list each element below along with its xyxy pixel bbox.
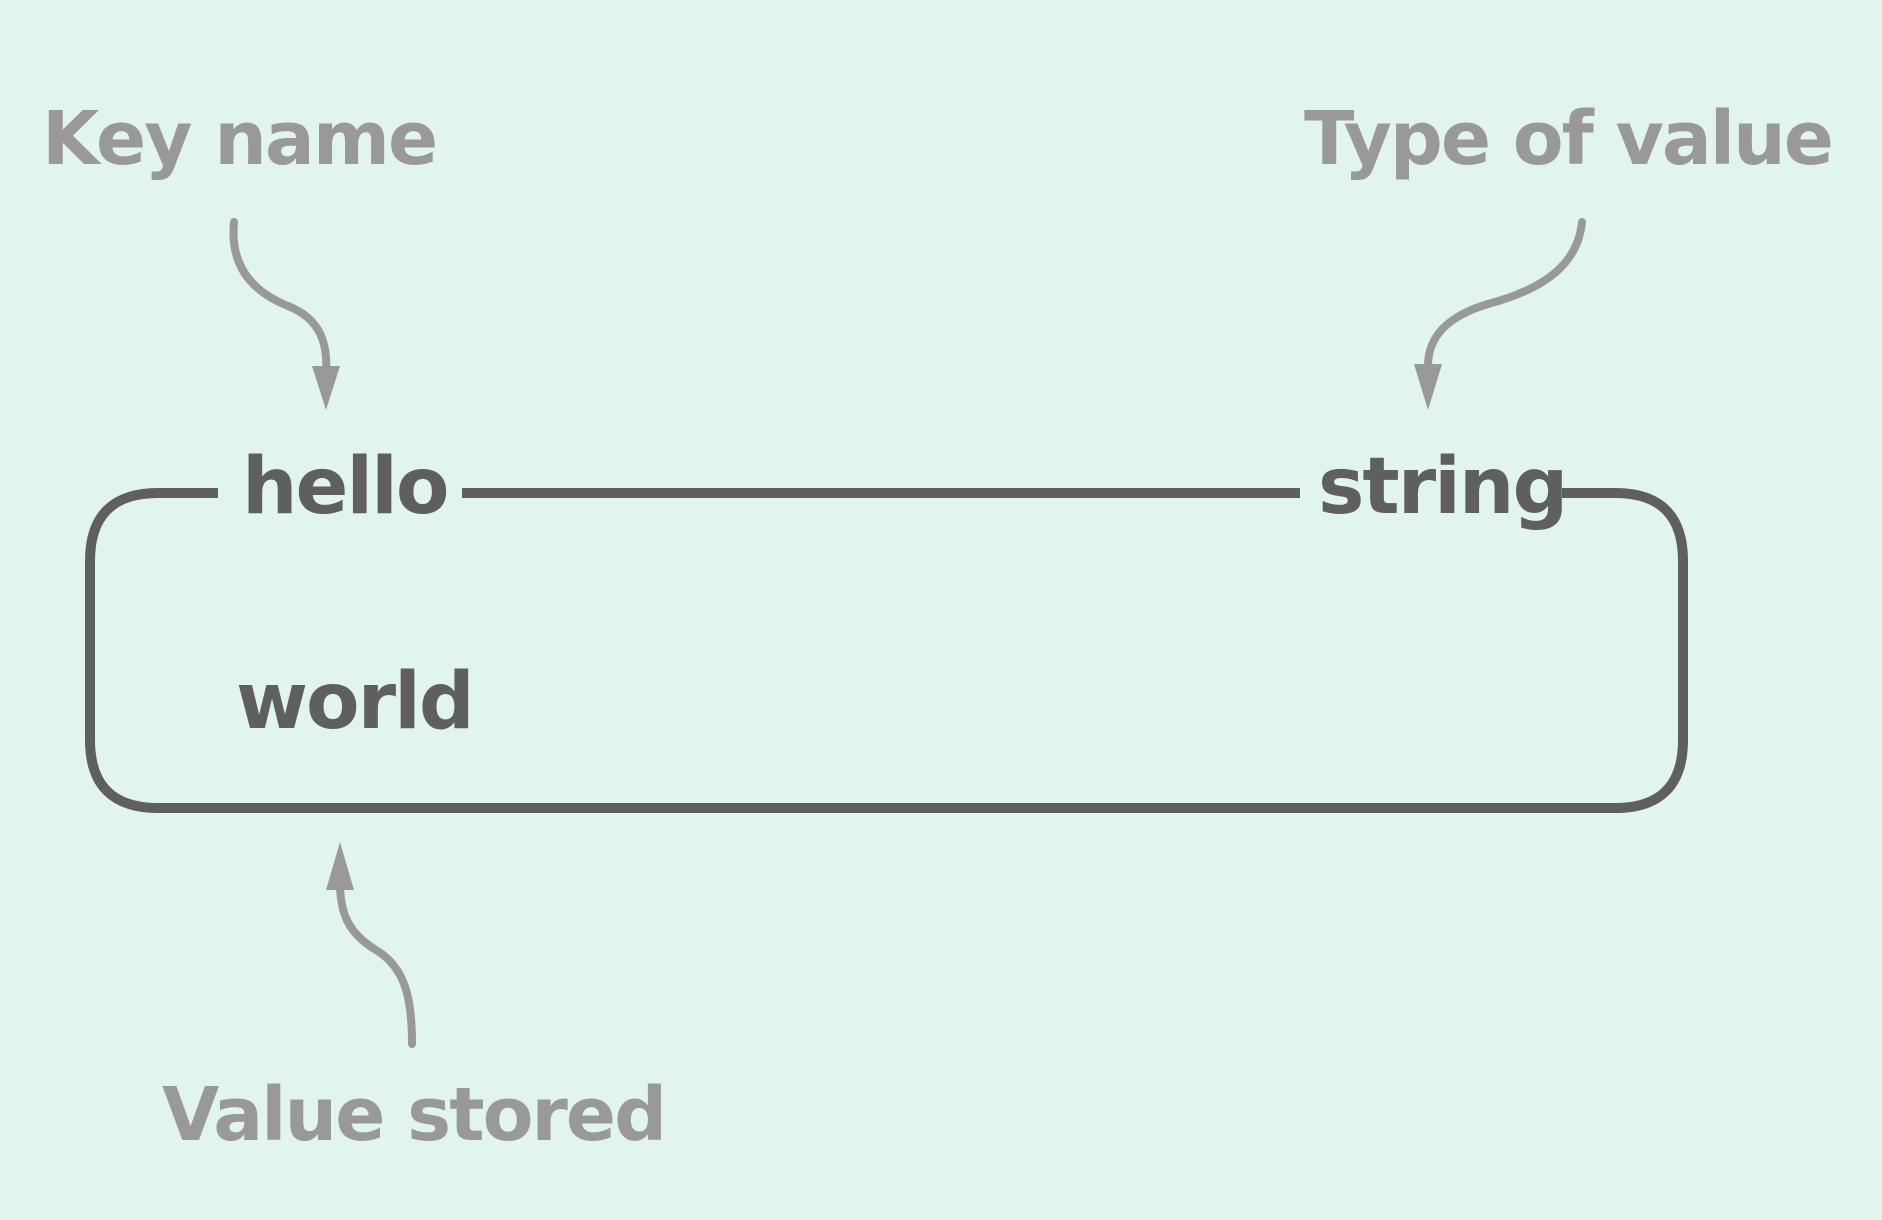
key-name-annotation: Key name (42, 96, 436, 182)
key-name-text: hello (242, 442, 448, 532)
type-of-value-annotation: Type of value (1304, 96, 1832, 182)
type-of-value-arrow (1414, 218, 1586, 410)
key-box-outline (85, 488, 1688, 813)
key-name-arrow (229, 218, 340, 410)
stored-value-text: world (236, 657, 473, 747)
value-stored-arrow (326, 842, 416, 1048)
value-stored-annotation: Value stored (162, 1072, 665, 1158)
value-type-text: string (1318, 442, 1566, 532)
